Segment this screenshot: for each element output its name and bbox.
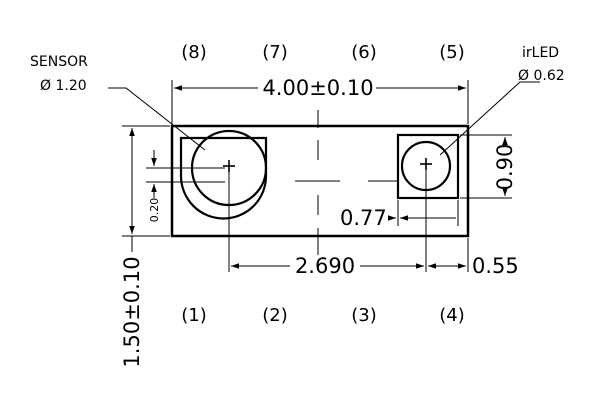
sensor-leader bbox=[108, 87, 206, 151]
pitch-dimension bbox=[228, 170, 427, 272]
width-label: 4.00±0.10 bbox=[262, 76, 373, 100]
pin-label-6: (6) bbox=[351, 42, 377, 63]
right-offset-label: 0.55 bbox=[472, 254, 519, 278]
sensor-window bbox=[179, 129, 268, 220]
sensor-name: SENSOR bbox=[30, 54, 88, 70]
led-height-label: 0.90 bbox=[493, 144, 517, 191]
irled-window bbox=[396, 133, 460, 200]
pin-label-2: (2) bbox=[262, 305, 288, 326]
package-body bbox=[170, 124, 470, 238]
irled-name: irLED bbox=[522, 45, 559, 61]
center-marks bbox=[295, 110, 398, 255]
sensor-offset-dimension bbox=[146, 150, 225, 198]
led-width-label: 0.77 bbox=[340, 206, 387, 230]
led-height-dimension bbox=[460, 134, 512, 199]
height-dimension bbox=[122, 125, 170, 252]
height-label: 1.50±0.10 bbox=[120, 256, 144, 367]
led-width-dimension bbox=[388, 200, 459, 226]
pitch-label: 2.690 bbox=[295, 254, 355, 278]
sensor-diameter: Ø 1.20 bbox=[40, 78, 87, 94]
irled-leader bbox=[439, 81, 540, 156]
pin-label-1: (1) bbox=[181, 305, 207, 326]
pin-label-3: (3) bbox=[351, 305, 377, 326]
pin-label-4: (4) bbox=[439, 305, 465, 326]
pin-label-7: (7) bbox=[262, 42, 288, 63]
pin-label-5: (5) bbox=[439, 42, 465, 63]
irled-diameter: Ø 0.62 bbox=[518, 68, 565, 84]
width-dimension bbox=[171, 80, 469, 124]
sensor-offset-label: 0.20 bbox=[148, 198, 161, 223]
pin-label-8: (8) bbox=[181, 42, 207, 63]
right-offset-dimension bbox=[428, 238, 469, 272]
